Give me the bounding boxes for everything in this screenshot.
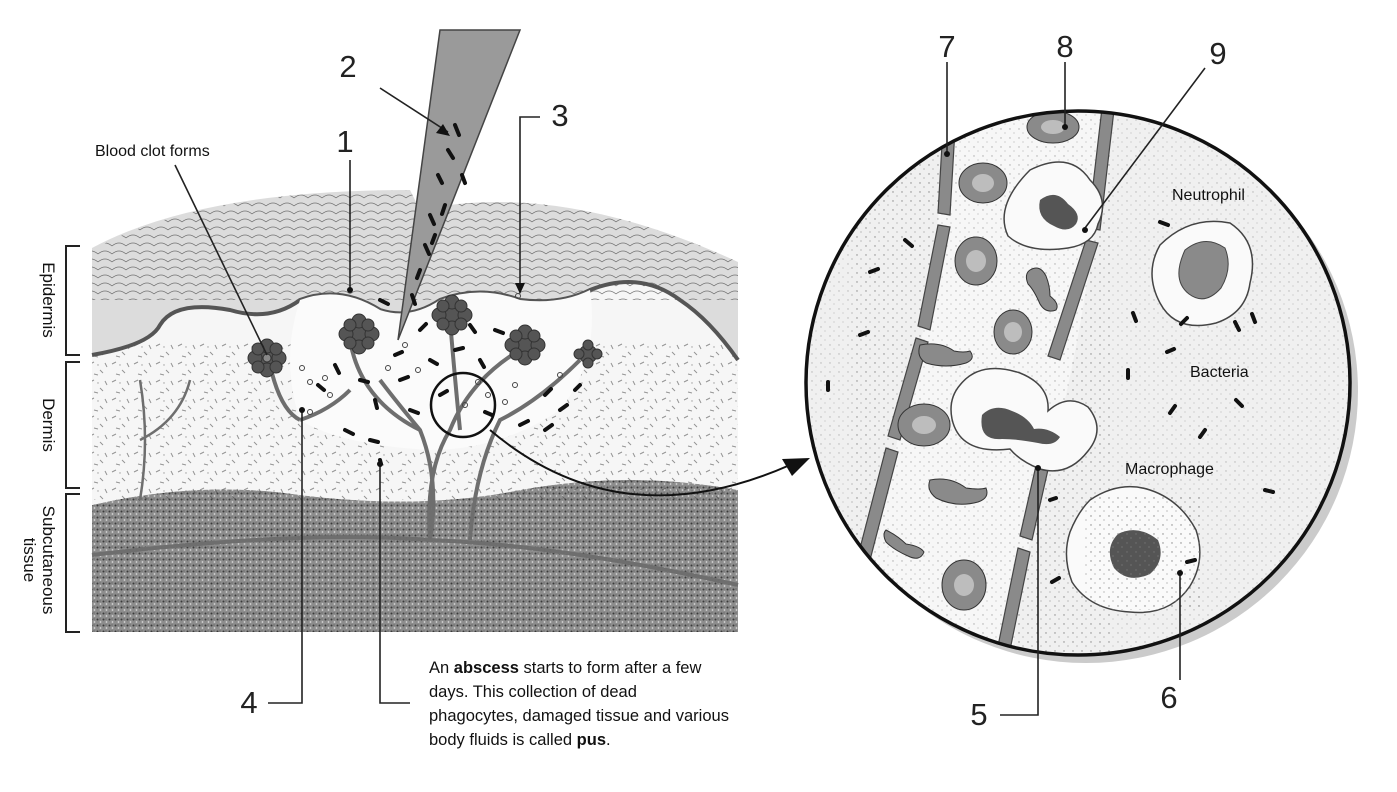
- bacteria-label: Bacteria: [1190, 364, 1249, 381]
- label-2: 2: [339, 49, 356, 84]
- vessel-wall-cells: [845, 111, 1115, 655]
- circle-leader-lines: [946, 62, 1206, 716]
- bacteria-in-skin: [316, 298, 582, 466]
- leader-endpoints: [299, 124, 525, 467]
- epidermis-label: Epidermis: [39, 262, 58, 338]
- label-5: 5: [970, 697, 987, 732]
- zoom-region-circle: [429, 371, 497, 439]
- caption-abscess: abscess: [453, 659, 519, 677]
- subcutaneous-layer: [92, 480, 738, 632]
- magnifier-border: [804, 109, 1352, 657]
- label-1: 1: [336, 124, 353, 159]
- abscess-caption: An abscess starts to form after a few da…: [429, 656, 729, 752]
- blood-clot-label: Blood clot forms: [95, 143, 210, 160]
- subcutaneous-label-line2: tissue: [20, 538, 39, 582]
- blood-clots: [247, 294, 603, 378]
- phagocyte-dots: [299, 293, 563, 415]
- layer-brackets: [65, 245, 80, 633]
- label-7: 7: [938, 29, 955, 64]
- caption-part3: .: [606, 731, 611, 749]
- label-3: 3: [551, 98, 568, 133]
- label-4: 4: [240, 685, 257, 720]
- label-9: 9: [1209, 36, 1226, 71]
- label-8: 8: [1056, 29, 1073, 64]
- caption-part2: starts to form after a few days. This co…: [429, 659, 729, 749]
- macrophage-label: Macrophage: [1125, 461, 1214, 478]
- subcutaneous-label-line1: Subcutaneous: [39, 506, 58, 615]
- skin-cross-section: [65, 29, 810, 633]
- caption-part1: An: [429, 659, 454, 677]
- caption-pus: pus: [576, 731, 607, 749]
- circle-leader-endpoints: [944, 124, 1183, 576]
- dermis-label: Dermis: [39, 398, 58, 452]
- magnified-view: [804, 109, 1358, 663]
- bacteria: [826, 220, 1275, 584]
- splinter: [397, 29, 522, 341]
- label-6: 6: [1160, 680, 1177, 715]
- neutrophil-label: Neutrophil: [1172, 187, 1245, 204]
- red-blood-cells: [883, 111, 1080, 611]
- zoom-arrow: [489, 429, 791, 497]
- skin-leader-lines: [174, 87, 540, 704]
